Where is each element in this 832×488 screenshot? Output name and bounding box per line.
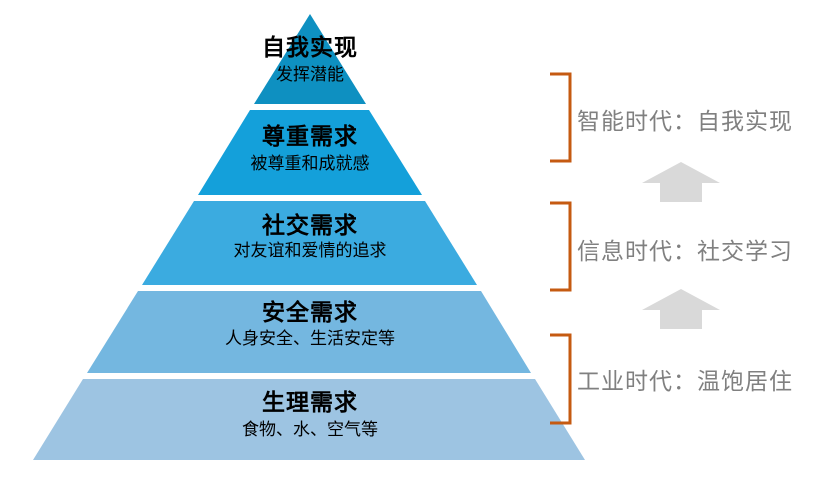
era-bracket-2 bbox=[550, 201, 572, 292]
up-arrow-icon-1 bbox=[642, 162, 720, 202]
era-label-1: 智能时代：自我实现 bbox=[577, 108, 793, 134]
era-label-3: 工业时代：温饱居住 bbox=[577, 368, 793, 394]
era-bracket-3 bbox=[550, 333, 572, 425]
pyramid-level-5-shape bbox=[33, 379, 585, 460]
pyramid-level-1-shape bbox=[254, 14, 366, 104]
pyramid-level-4-shape bbox=[87, 291, 531, 373]
pyramid-level-3-shape bbox=[142, 201, 477, 285]
pyramid-level-2-shape bbox=[198, 110, 422, 195]
era-label-2: 信息时代：社交学习 bbox=[577, 238, 793, 264]
era-bracket-1 bbox=[550, 72, 572, 163]
up-arrow-icon-2 bbox=[642, 289, 720, 329]
